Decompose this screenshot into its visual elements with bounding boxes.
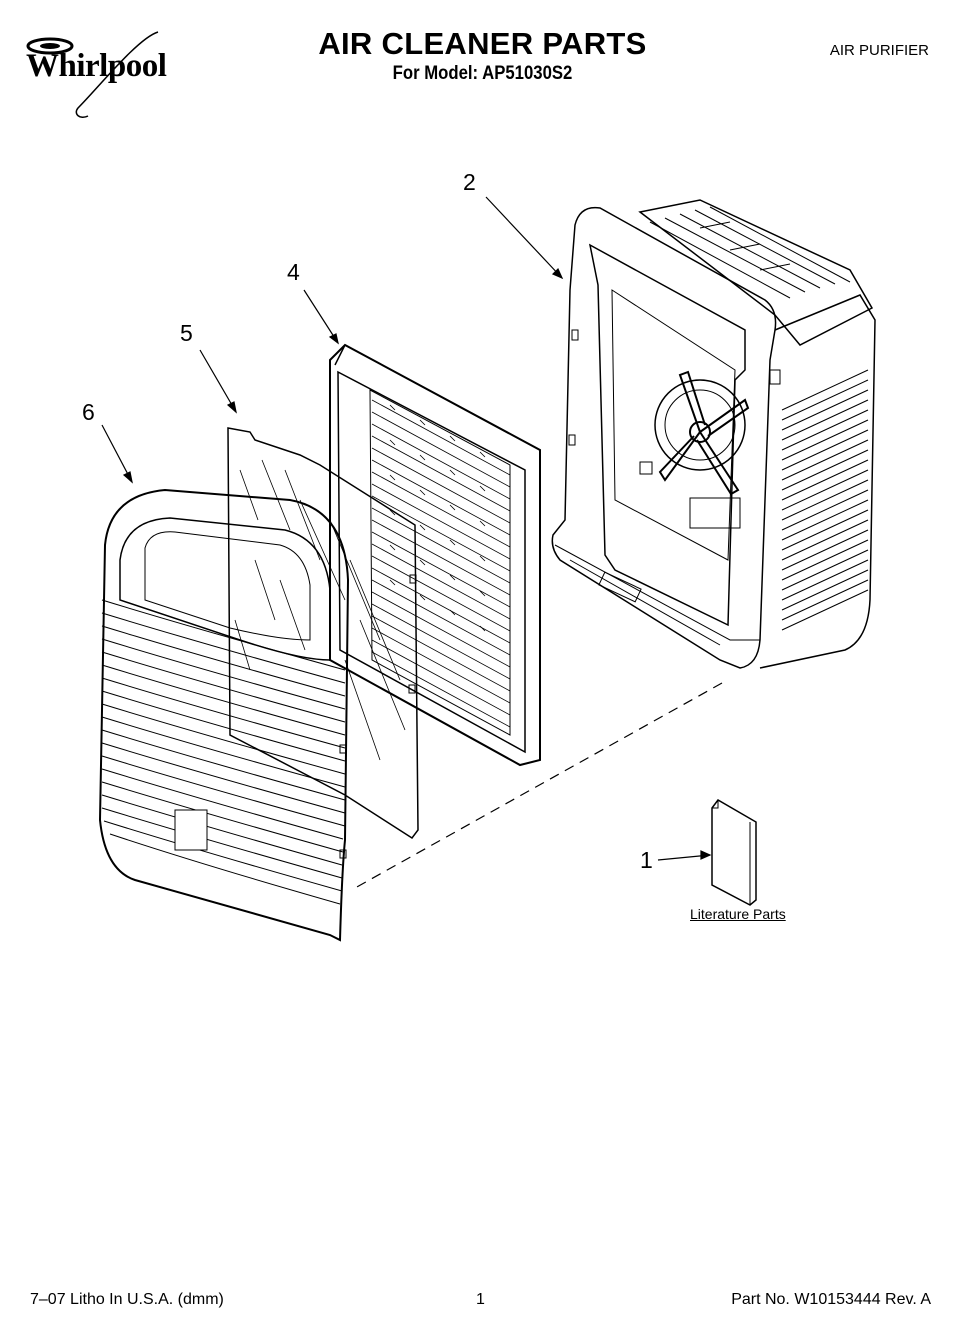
leader-lines [101,196,712,861]
callout-4: 4 [287,259,300,285]
part-prefilter [227,427,419,840]
assembly-dashed-line [354,682,723,889]
part-hepa-filter [329,343,541,767]
model-subtitle: For Model: AP51030S2 [392,63,573,84]
footer-page-number: 1 [476,1291,485,1308]
part-front-grille [98,488,350,942]
callout-2: 2 [463,169,476,195]
footer-part-number: Part No. W10153444 Rev. A [731,1291,931,1308]
whirlpool-swirl-icon [26,31,159,119]
footer-litho: 7–07 Litho In U.S.A. (dmm) [30,1291,224,1308]
part-housing [551,199,876,669]
page-title: AIR CLEANER PARTS [318,26,647,61]
callout-6: 6 [82,399,95,425]
callout-5: 5 [180,320,193,346]
part-literature [711,799,757,906]
literature-parts-label: Literature Parts [690,906,786,922]
product-category: AIR PURIFIER [829,42,929,59]
callout-1: 1 [640,847,653,873]
whirlpool-logo: Whirlpool [18,28,193,123]
brand-name: Whirlpool [26,48,167,84]
